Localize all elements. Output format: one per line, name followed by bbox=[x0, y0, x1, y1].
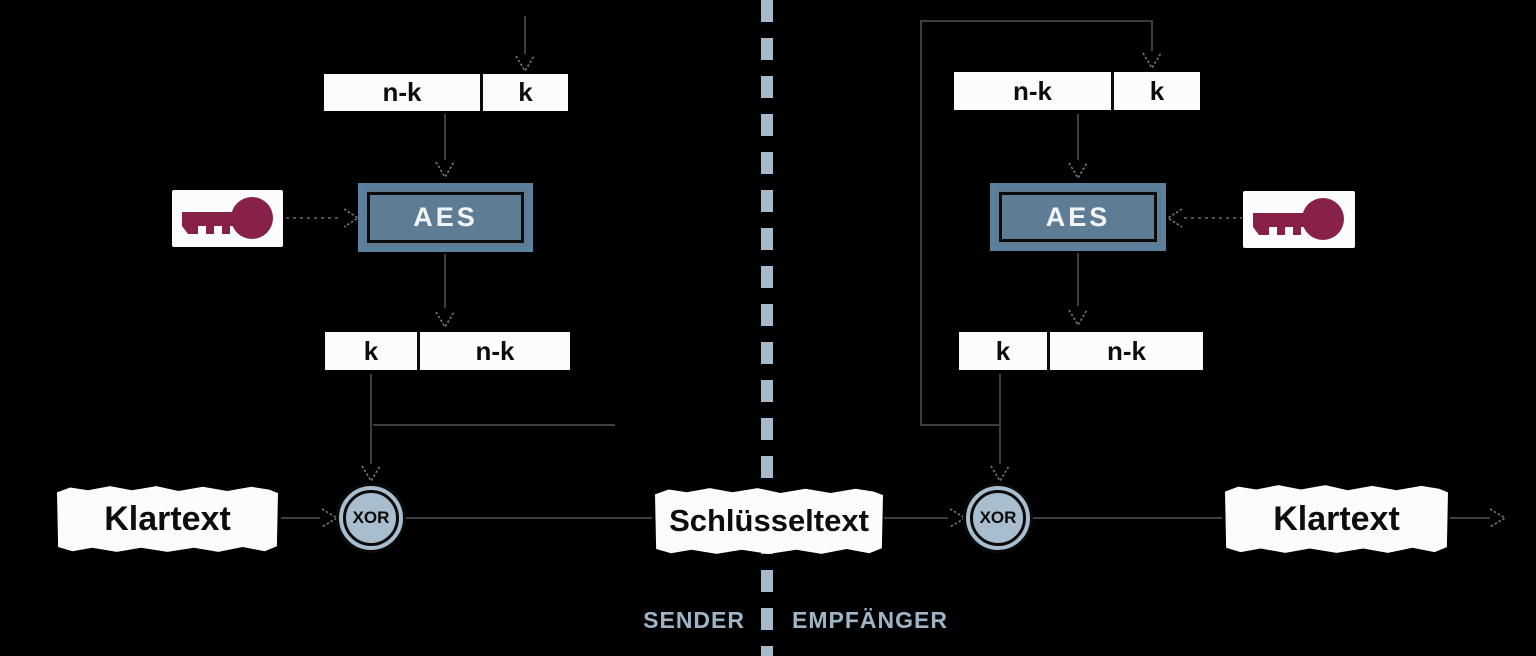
sender-top-shift-register: n-k k bbox=[322, 72, 570, 113]
register-cell-nk: n-k bbox=[1013, 75, 1052, 106]
register-cell-k: k bbox=[480, 74, 568, 111]
aes-label: AES bbox=[413, 202, 478, 232]
plaintext-label: Klartext bbox=[104, 499, 231, 538]
receiver-plaintext-banner: Klartext bbox=[1225, 485, 1448, 553]
receiver-output-register: k n-k bbox=[957, 330, 1205, 372]
register-cell-k: k bbox=[363, 335, 379, 366]
arrowheads bbox=[949, 52, 1507, 528]
xor-label: XOR bbox=[979, 508, 1017, 527]
receiver-key-plate bbox=[1243, 191, 1355, 248]
ciphertext-label: Schlüsseltext bbox=[669, 503, 869, 538]
receiver-xor-node: XOR bbox=[963, 483, 1033, 553]
ciphertext-banner: Schlüsseltext bbox=[655, 488, 883, 554]
aes-label: AES bbox=[1045, 201, 1111, 232]
register-cell-nk: n-k bbox=[417, 332, 570, 370]
sender-key-plate bbox=[172, 190, 283, 247]
sender-plaintext-banner: Klartext bbox=[57, 486, 278, 552]
register-cell-k: k bbox=[995, 335, 1011, 366]
receiver-top-shift-register: n-k k bbox=[952, 70, 1202, 112]
receiver-connectors bbox=[884, 20, 1507, 528]
zone-label-sender: SENDER bbox=[643, 607, 745, 633]
key-icon bbox=[1253, 197, 1344, 240]
arrowheads bbox=[321, 55, 535, 528]
register-cell-nk: n-k bbox=[382, 77, 422, 107]
sender-xor-node: XOR bbox=[336, 483, 406, 553]
xor-label: XOR bbox=[352, 508, 390, 527]
receiver-aes-box: AES bbox=[990, 183, 1166, 251]
sender-output-register: k n-k bbox=[323, 330, 572, 372]
register-cell-nk: n-k bbox=[1047, 332, 1203, 370]
sender-aes-box: AES bbox=[358, 183, 533, 252]
register-cell-k: k bbox=[1111, 72, 1200, 110]
plaintext-label: Klartext bbox=[1273, 499, 1400, 538]
sender-connectors bbox=[281, 16, 652, 528]
key-icon bbox=[181, 196, 273, 239]
zone-label-receiver: EMPFÄNGER bbox=[792, 607, 948, 633]
